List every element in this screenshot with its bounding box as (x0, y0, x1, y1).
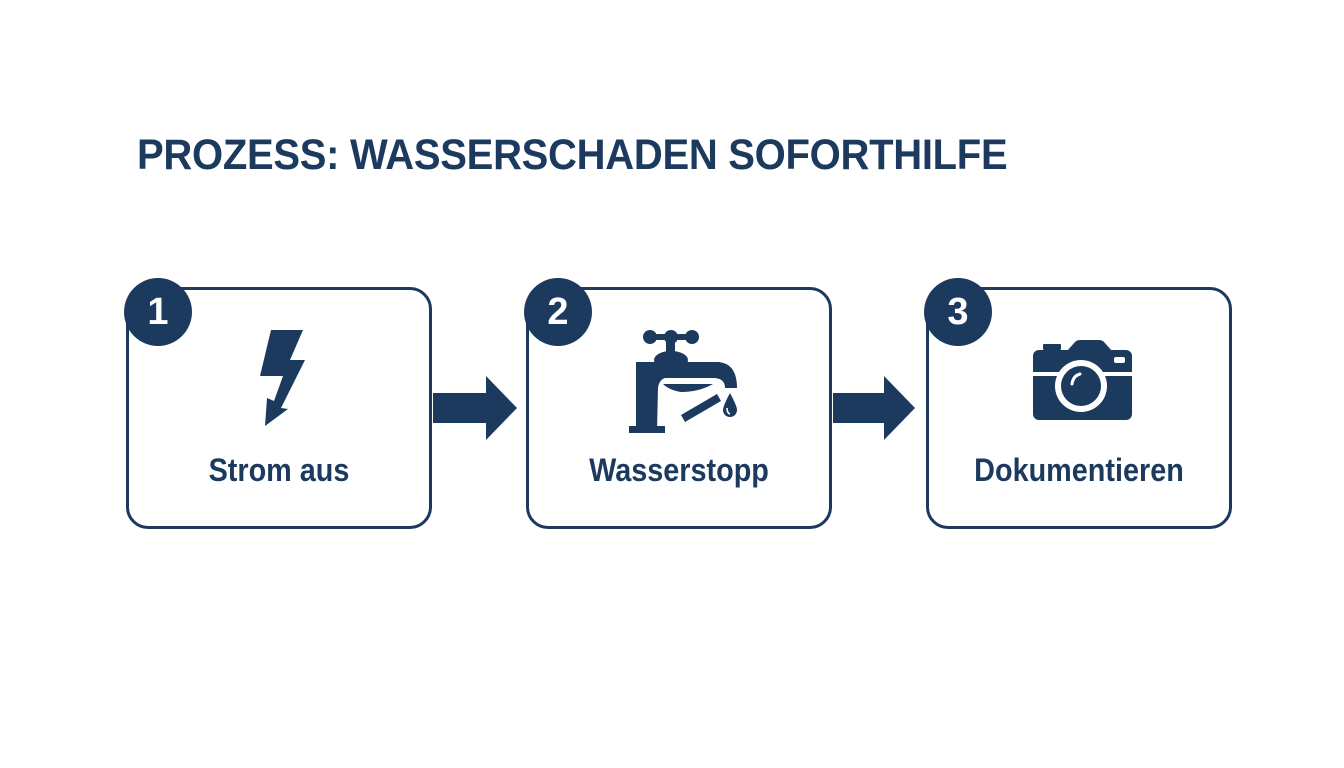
arrow-right-icon (433, 376, 517, 440)
water-tap-icon (629, 330, 737, 433)
page-title: PROZESS: WASSERSCHADEN SOFORTHILFE (137, 131, 1008, 179)
step-card-3: Dokumentieren (926, 287, 1232, 529)
lightning-bolt-icon (260, 330, 305, 426)
step-label-3: Dokumentieren (974, 452, 1184, 488)
step-number-badge-2: 2 (524, 278, 592, 346)
arrow-right-icon (833, 376, 915, 440)
step-number-badge-1: 1 (124, 278, 192, 346)
step-number-badge-3: 3 (924, 278, 992, 346)
step-label-1: Strom aus (208, 452, 350, 488)
camera-icon (1033, 340, 1132, 420)
step-label-2: Wasserstopp (589, 452, 769, 488)
